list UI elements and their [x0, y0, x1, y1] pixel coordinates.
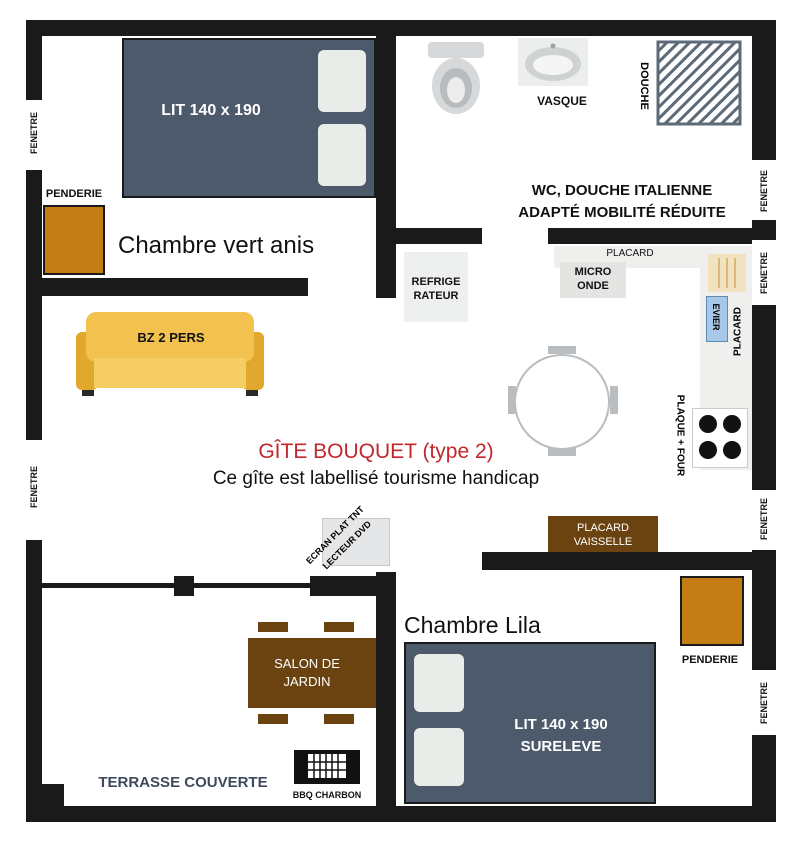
garden-table [248, 638, 376, 708]
window-right-4 [752, 670, 776, 735]
douche-label: DOUCHE [638, 62, 650, 110]
vaisselle-label-line1: PLACARD [577, 522, 629, 534]
pillow [414, 728, 464, 786]
fenetre-right-1: FENETRE [759, 170, 769, 213]
window-right-3 [752, 490, 776, 550]
dining-table [514, 354, 610, 450]
garden-chair [324, 714, 354, 724]
burner [723, 441, 741, 459]
wc-label-line1: WC, DOUCHE ITALIENNE [531, 182, 713, 199]
room-label-chambre-lila: Chambre Lila [404, 612, 541, 638]
penderie1-label: PENDERIE [45, 188, 103, 200]
fenetre-left-top: FENETRE [29, 112, 39, 155]
drainboard-line [726, 258, 728, 288]
penderie2-label: PENDERIE [681, 654, 739, 666]
terrasse-label: TERRASSE COUVERTE [98, 774, 268, 791]
bed2-label-line1: LIT 140 x 190 [514, 716, 608, 733]
drainboard [708, 254, 746, 292]
fenetre-right-2: FENETRE [759, 252, 769, 295]
vaisselle-label-line2: VAISSELLE [573, 536, 633, 548]
subtitle: Ce gîte est labellisé tourisme handicap [212, 468, 540, 489]
cooktop [692, 408, 748, 468]
outer-wall-bottom [26, 806, 776, 822]
placard-vaisselle [548, 516, 658, 552]
outer-wall-top [26, 20, 776, 36]
frigo-label-line1: REFRIGE [411, 276, 461, 288]
chair [548, 448, 576, 456]
bed1-label: LIT 140 x 190 [161, 102, 261, 119]
garden-chair [258, 714, 288, 724]
wall-terrace-post-1 [174, 576, 194, 596]
window-right-1 [752, 160, 776, 220]
placard-side-label: PLACARD [732, 307, 744, 356]
shower-icon [656, 40, 742, 126]
salon-label-line1: SALON DE [274, 656, 340, 671]
micro-label-line1: MICRO [574, 266, 612, 278]
wall-terrace-post-2 [310, 576, 396, 596]
micro-label-line2: ONDE [577, 280, 609, 292]
wall-bedroom1-bottom [42, 278, 308, 296]
wall-bedroom1-bath [376, 36, 396, 298]
placard-top-label: PLACARD [606, 248, 654, 259]
wall-bath-bottom-left [396, 228, 482, 244]
garden-chair [258, 622, 288, 632]
window-left-top [26, 100, 42, 170]
bbq-icon [294, 750, 360, 784]
refrigerator [404, 252, 468, 322]
drainboard-line [718, 258, 720, 288]
fenetre-right-4: FENETRE [759, 682, 769, 725]
plaque-four-label: PLAQUE + FOUR [674, 394, 686, 477]
window-left-bottom [26, 440, 42, 540]
sofa-icon [76, 312, 264, 396]
tv-unit [322, 518, 390, 566]
pillow [318, 50, 366, 112]
wc-label-line2: ADAPTÉ MOBILITÉ RÉDUITE [518, 204, 726, 221]
bed-bedroom2 [404, 642, 656, 804]
bbq-label: BBQ CHARBON [292, 790, 362, 800]
chair [548, 346, 576, 354]
penderie-bedroom2 [680, 576, 744, 646]
pillow [414, 654, 464, 712]
wall-bedroom2-top [482, 552, 752, 570]
wall-bath-bottom-right [548, 228, 752, 244]
frigo-label-line2: RATEUR [413, 290, 459, 302]
microwave [560, 262, 626, 298]
burner [723, 415, 741, 433]
vasque-label: VASQUE [537, 94, 587, 108]
sink-kitchen [706, 296, 728, 342]
salon-label-line2: JARDIN [283, 674, 331, 689]
wall-bedroom2-left [376, 572, 396, 806]
penderie-bedroom1 [43, 205, 105, 275]
garden-chair [324, 622, 354, 632]
room-label-chambre-vert-anis: Chambre vert anis [118, 232, 315, 259]
toilet-icon [428, 42, 484, 114]
chair [508, 386, 516, 414]
fenetre-left-bottom: FENETRE [29, 466, 39, 509]
wall-terrace-top [42, 583, 376, 588]
burner [699, 441, 717, 459]
pillow [318, 124, 366, 186]
window-right-2 [752, 240, 776, 305]
bed2-label-line2: SURELEVE [520, 738, 602, 755]
bed-bedroom1 [122, 38, 376, 198]
drainboard-line [734, 258, 736, 288]
burner [699, 415, 717, 433]
chair [610, 386, 618, 414]
evier-label: EVIER [711, 303, 721, 331]
outer-wall-left [26, 20, 42, 822]
fenetre-right-3: FENETRE [759, 498, 769, 541]
wall-terrace-bottom-post [42, 784, 64, 806]
title: GÎTE BOUQUET (type 2) [258, 440, 494, 463]
sofa-label: BZ 2 PERS [137, 330, 205, 345]
sink-icon [518, 38, 588, 86]
